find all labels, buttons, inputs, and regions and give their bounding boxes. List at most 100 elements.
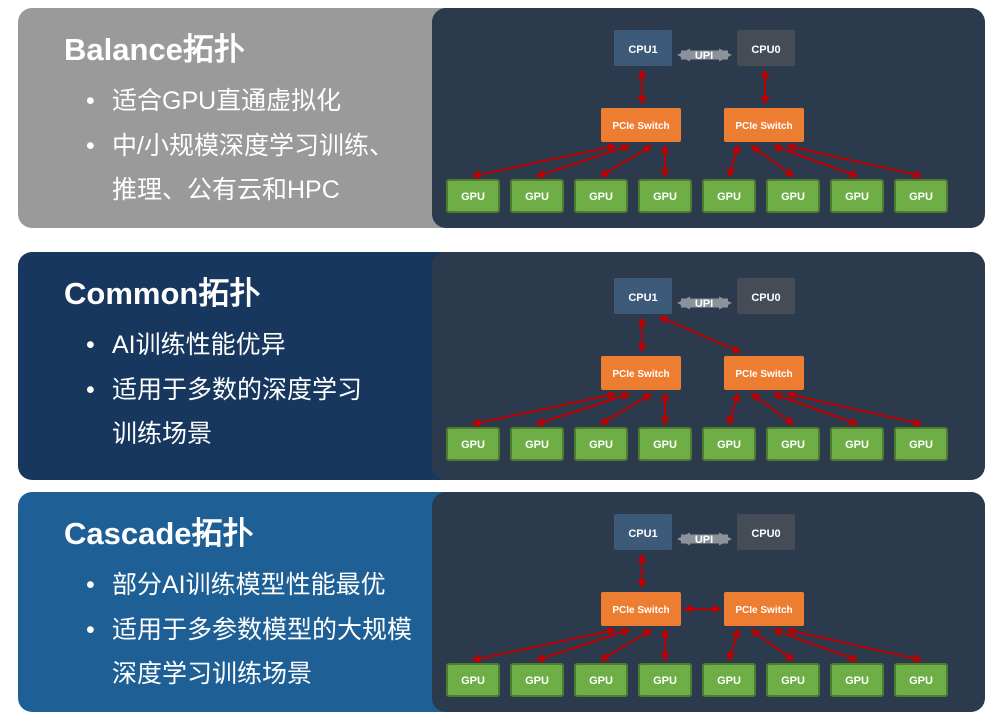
bullet-marker: • [86,375,95,404]
switch-gpu-link [471,143,617,179]
gpu-label: GPU [589,675,613,687]
gpu-box: GPU [830,663,884,697]
cpu1-label: CPU1 [628,44,657,56]
panel-balance-title: Balance拓扑 [64,32,245,67]
topology-diagram-common: CPU1 CPU0 UPI PCIe Switch PCIe Switch GP… [432,252,985,480]
gpu-box: GPU [830,427,884,461]
pcie-switch-label: PCIe Switch [612,605,669,616]
panel-common-text: Common拓扑 • AI训练性能优异 • 适用于多数的深度学习训练场景 [18,252,432,480]
gpu-label: GPU [589,191,613,203]
cpu0-box: CPU0 [737,514,795,550]
gpu-label: GPU [461,439,485,451]
switch-gpu-link [726,144,741,178]
bullet-text: 适合GPU直通虚拟化 [112,87,342,115]
panel-cascade: Cascade拓扑 • 部分AI训练模型性能最优 • 适用于多参数模型的大规模深… [18,492,985,712]
switch-gpu-link [786,627,923,663]
gpu-box: GPU [574,427,628,461]
gpu-box: GPU [510,663,564,697]
gpu-label: GPU [717,675,741,687]
bullet-marker: • [86,571,95,599]
cpu1-box: CPU1 [614,514,672,550]
switch-gpu-link [726,628,741,662]
gpu-label: GPU [653,439,677,451]
pcie-switch-label: PCIe Switch [735,121,792,132]
cpu1-box: CPU1 [614,278,672,314]
cascade-topology-svg: CPU1 CPU0 UPI PCIe Switch PCIe Switch GP… [446,514,948,697]
pcie-switch-right: PCIe Switch [724,592,804,626]
pcie-switch-left: PCIe Switch [601,108,681,142]
bullet-item: • 中/小规模深度学习训练、推理、公有云和HPC [64,124,432,213]
gpu-label: GPU [525,191,549,203]
panel-common: Common拓扑 • AI训练性能优异 • 适用于多数的深度学习训练场景 [18,252,985,480]
cpu0-label: CPU0 [751,44,780,56]
gpu-label: GPU [845,439,869,451]
gpu-box: GPU [766,179,820,213]
topology-links [471,69,923,179]
pcie-switch-label: PCIe Switch [612,369,669,380]
bullet-text: 适用于多参数模型的大规模深度学习训练场景 [112,615,413,689]
cpu0-box: CPU0 [737,278,795,314]
topology-diagram-cascade: CPU1 CPU0 UPI PCIe Switch PCIe Switch GP… [432,492,985,712]
bullet-text: AI训练性能优异 [112,331,286,359]
switch-gpu-link [786,143,923,179]
panel-common-title: Common拓扑 [64,276,261,311]
bullet-item: • 适用于多数的深度学习训练场景 [64,368,432,457]
bullet-item: • 适用于多参数模型的大规模深度学习训练场景 [64,608,432,697]
gpu-label: GPU [909,675,933,687]
gpu-box: GPU [510,427,564,461]
gpu-box: GPU [638,427,692,461]
gpu-box: GPU [894,663,948,697]
cpu1-label: CPU1 [628,528,657,540]
pcie-switch-label: PCIe Switch [735,369,792,380]
cpu1-box: CPU1 [614,30,672,66]
switch-gpu-link [535,627,631,663]
gpu-box: GPU [766,427,820,461]
switch-gpu-link [471,627,617,663]
gpu-label: GPU [717,191,741,203]
pcie-switch-left: PCIe Switch [601,592,681,626]
cpu0-label: CPU0 [751,292,780,304]
switch-gpu-link [599,629,653,661]
bullet-text: 部分AI训练模型性能最优 [112,571,386,599]
pcie-switch-right: PCIe Switch [724,108,804,142]
gpu-box: GPU [702,179,756,213]
upi-label: UPI [695,298,713,310]
cpu1-switch2-link [658,315,742,354]
panel-cascade-text: Cascade拓扑 • 部分AI训练模型性能最优 • 适用于多参数模型的大规模深… [18,492,432,712]
gpu-label: GPU [589,439,613,451]
panel-cascade-title: Cascade拓扑 [64,516,254,551]
switch-gpu-link [599,393,653,425]
cpu0-label: CPU0 [751,528,780,540]
gpu-label: GPU [909,191,933,203]
bullet-text: 适用于多数的深度学习训练场景 [112,375,363,449]
bullet-marker: • [86,131,95,160]
topology-links [471,315,923,427]
gpu-box: GPU [574,663,628,697]
switch-gpu-link [599,145,653,177]
gpu-label: GPU [781,675,805,687]
gpu-label: GPU [845,675,869,687]
gpu-box: GPU [894,179,948,213]
gpu-box: GPU [446,663,500,697]
gpu-box: GPU [510,179,564,213]
topology-links [471,553,923,663]
bullet-text: 中/小规模深度学习训练、推理、公有云和HPC [112,131,394,205]
pcie-switch-label: PCIe Switch [612,121,669,132]
gpu-box: GPU [894,427,948,461]
gpu-label: GPU [781,439,805,451]
bullet-item: • 适合GPU直通虚拟化 [64,79,432,124]
bullet-item: • 部分AI训练模型性能最优 [64,563,432,608]
pcie-switch-right: PCIe Switch [724,356,804,390]
panel-balance-text: Balance拓扑 • 适合GPU直通虚拟化 • 中/小规模深度学习训练、推理、… [18,8,432,228]
gpu-box: GPU [702,427,756,461]
bullet-marker: • [86,87,95,115]
gpu-label: GPU [845,191,869,203]
gpu-label: GPU [781,191,805,203]
upi-label: UPI [695,50,713,62]
switch-gpu-link [726,392,741,426]
gpu-label: GPU [461,191,485,203]
gpu-label: GPU [717,439,741,451]
gpu-label: GPU [653,191,677,203]
gpu-box: GPU [446,179,500,213]
gpu-label: GPU [909,439,933,451]
